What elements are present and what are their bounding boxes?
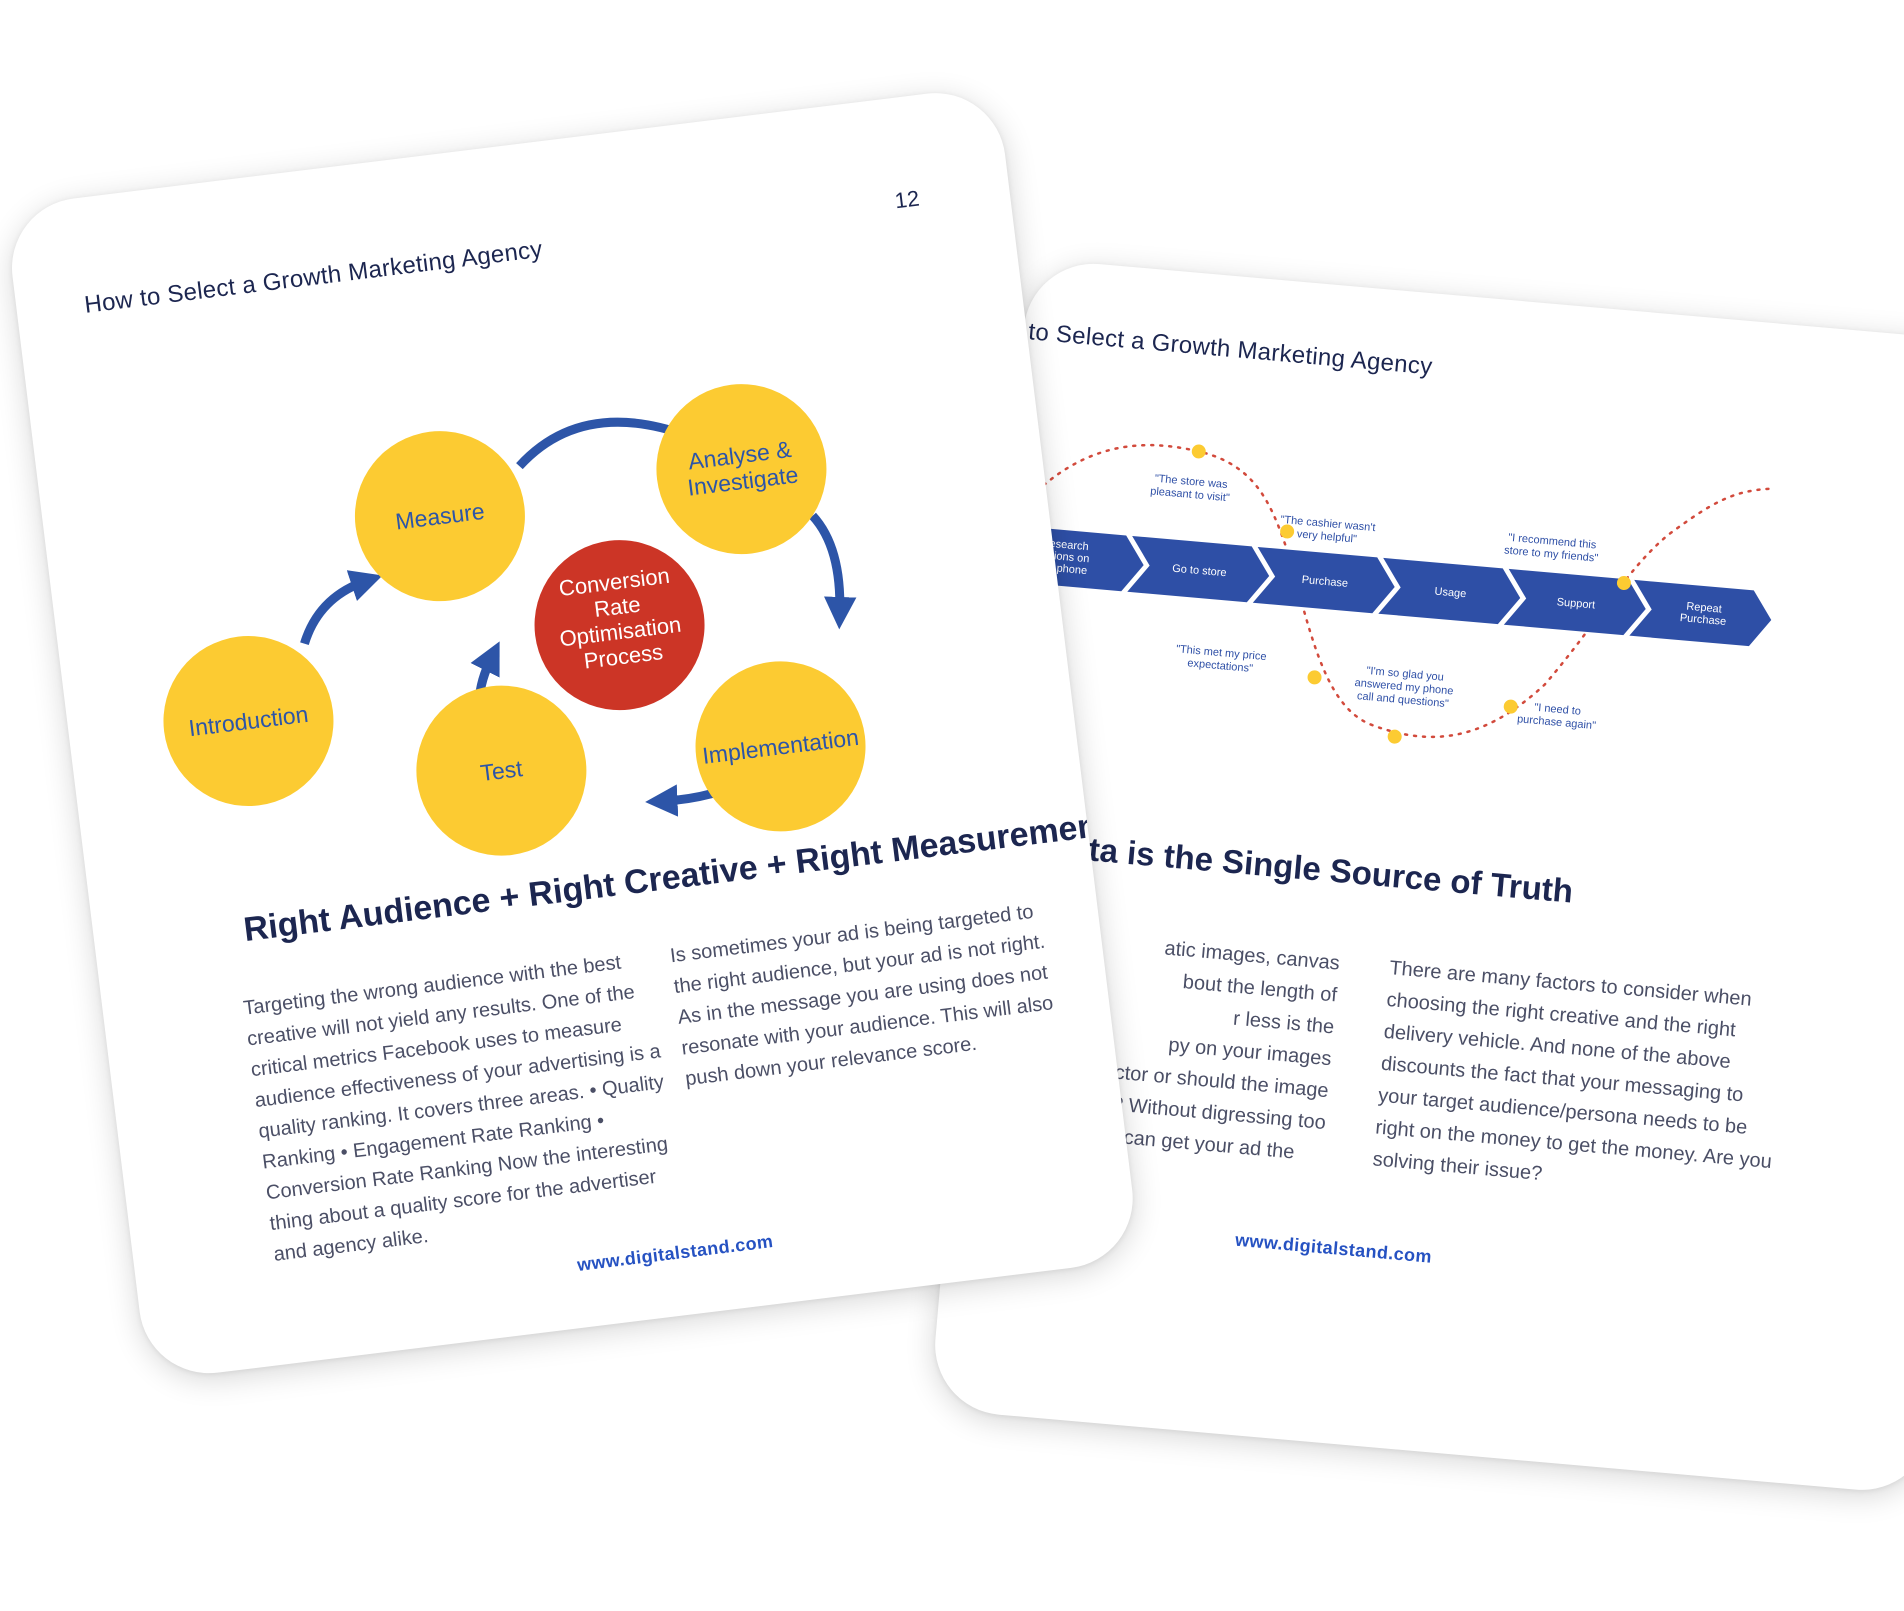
page-header: to Select a Growth Marketing Agency [1027, 318, 1434, 381]
page-header: How to Select a Growth Marketing Agency [82, 235, 545, 319]
node-center [534, 540, 705, 711]
node-implementation [695, 661, 866, 832]
arrow-to-implementation [809, 512, 857, 630]
step-label-repeat: RepeatPurchase [1679, 600, 1727, 628]
step-arrow-support [1503, 568, 1646, 636]
body-right: There are many factors to consider when … [1371, 957, 1773, 1186]
journey-dots [1191, 444, 1631, 744]
node-introduction [163, 636, 334, 807]
quote-price: "This met my priceexpectations" [1174, 643, 1267, 676]
step-arrow-repeat [1629, 579, 1772, 647]
quote-phone: "I'm so glad youanswered my phonecall an… [1353, 664, 1455, 710]
journey-dot [1387, 729, 1402, 744]
journey-dot [1191, 444, 1206, 459]
node-analyse [656, 384, 827, 555]
label-test: Test [479, 755, 525, 786]
page-number: 12 [893, 185, 921, 214]
page-17: to Select a Growth Marketing Agency 17 R… [929, 258, 1904, 1496]
arrow-to-measure [300, 570, 383, 646]
journey-dot [1616, 576, 1631, 591]
node-measure [354, 431, 525, 602]
step-label-support: Support [1556, 596, 1595, 611]
journey-dot [1307, 670, 1322, 685]
step-arrow-usage [1378, 557, 1521, 625]
body-left: Targeting the wrong audience with the be… [242, 951, 670, 1266]
journey-path [1005, 443, 1774, 739]
body-right: Is sometimes your ad is being targeted t… [668, 900, 1055, 1091]
journey-quotes: "The store waspleasant to visit" "The ca… [1150, 472, 1600, 732]
step-arrow-purchase [1252, 546, 1395, 614]
journey-dot [1280, 524, 1295, 539]
step-arrow-go-to-store [1127, 535, 1270, 603]
step-label-usage: Usage [1434, 586, 1467, 601]
page-12: How to Select a Growth Marketing Agency … [4, 85, 1141, 1382]
customer-journey-diagram: Researchoptions onmy phone Go to store P… [1001, 443, 1774, 744]
cycle-nodes [163, 384, 866, 856]
quote-purchase-again: "I need topurchase again" [1517, 700, 1598, 732]
journey-dot [1503, 699, 1518, 714]
node-test [416, 685, 587, 856]
page-heading: Data is the Single Source of Truth [1045, 826, 1575, 910]
arrow-to-analyse [516, 414, 703, 470]
website-url[interactable]: www.digitalstand.com [575, 1231, 775, 1275]
step-label-go-to-store: Go to store [1172, 563, 1227, 580]
website-url[interactable]: www.digitalstand.com [1234, 1229, 1433, 1267]
step-label-purchase: Purchase [1301, 574, 1348, 590]
cro-cycle-diagram: Introduction Measure Analyse &Investigat… [163, 384, 866, 856]
quote-store-pleasant: "The store waspleasant to visit" [1150, 472, 1232, 504]
quote-recommend: "I recommend thisstore to my friends" [1504, 532, 1600, 565]
